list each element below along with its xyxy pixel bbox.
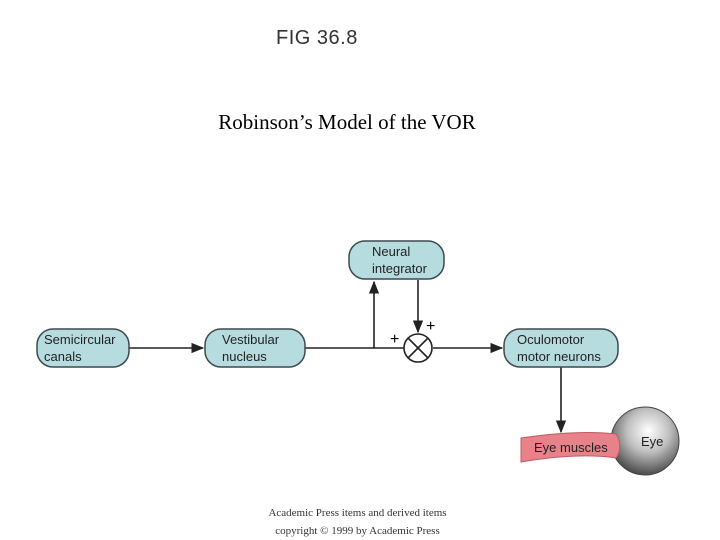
- node-eye: Eye: [610, 406, 680, 476]
- semicircular-canals-line-2: canals: [44, 349, 82, 364]
- node-vestibular-nucleus: Vestibular nucleus: [204, 328, 306, 368]
- summing-junction: [403, 333, 433, 363]
- node-neural-integrator: Neural integrator: [348, 240, 445, 280]
- junction-left-sign: +: [390, 331, 399, 348]
- vestibular-nucleus-line-1: Vestibular: [222, 332, 280, 347]
- figure-label: FIG 36.8: [276, 27, 358, 49]
- credit-line-2: copyright © 1999 by Academic Press: [275, 525, 440, 537]
- semicircular-canals-line-1: Semicircular: [44, 332, 116, 347]
- eye-muscles-label: Eye muscles: [534, 440, 608, 455]
- node-eye-muscles: Eye muscles: [520, 432, 621, 463]
- junction-top-sign: +: [426, 318, 435, 335]
- diagram-title: Robinson’s Model of the VOR: [218, 110, 476, 134]
- vestibular-nucleus-line-2: nucleus: [222, 349, 267, 364]
- neural-integrator-line-2: integrator: [372, 261, 428, 276]
- eye-label: Eye: [641, 434, 663, 449]
- node-semicircular-canals: Semicircular canals: [36, 328, 130, 368]
- node-oculomotor-motor-neurons: Oculomotor motor neurons: [503, 328, 619, 368]
- oculomotor-line-2: motor neurons: [517, 349, 601, 364]
- credit-line-1: Academic Press items and derived items: [268, 507, 447, 519]
- oculomotor-line-1: Oculomotor: [517, 332, 585, 347]
- neural-integrator-line-1: Neural: [372, 244, 410, 259]
